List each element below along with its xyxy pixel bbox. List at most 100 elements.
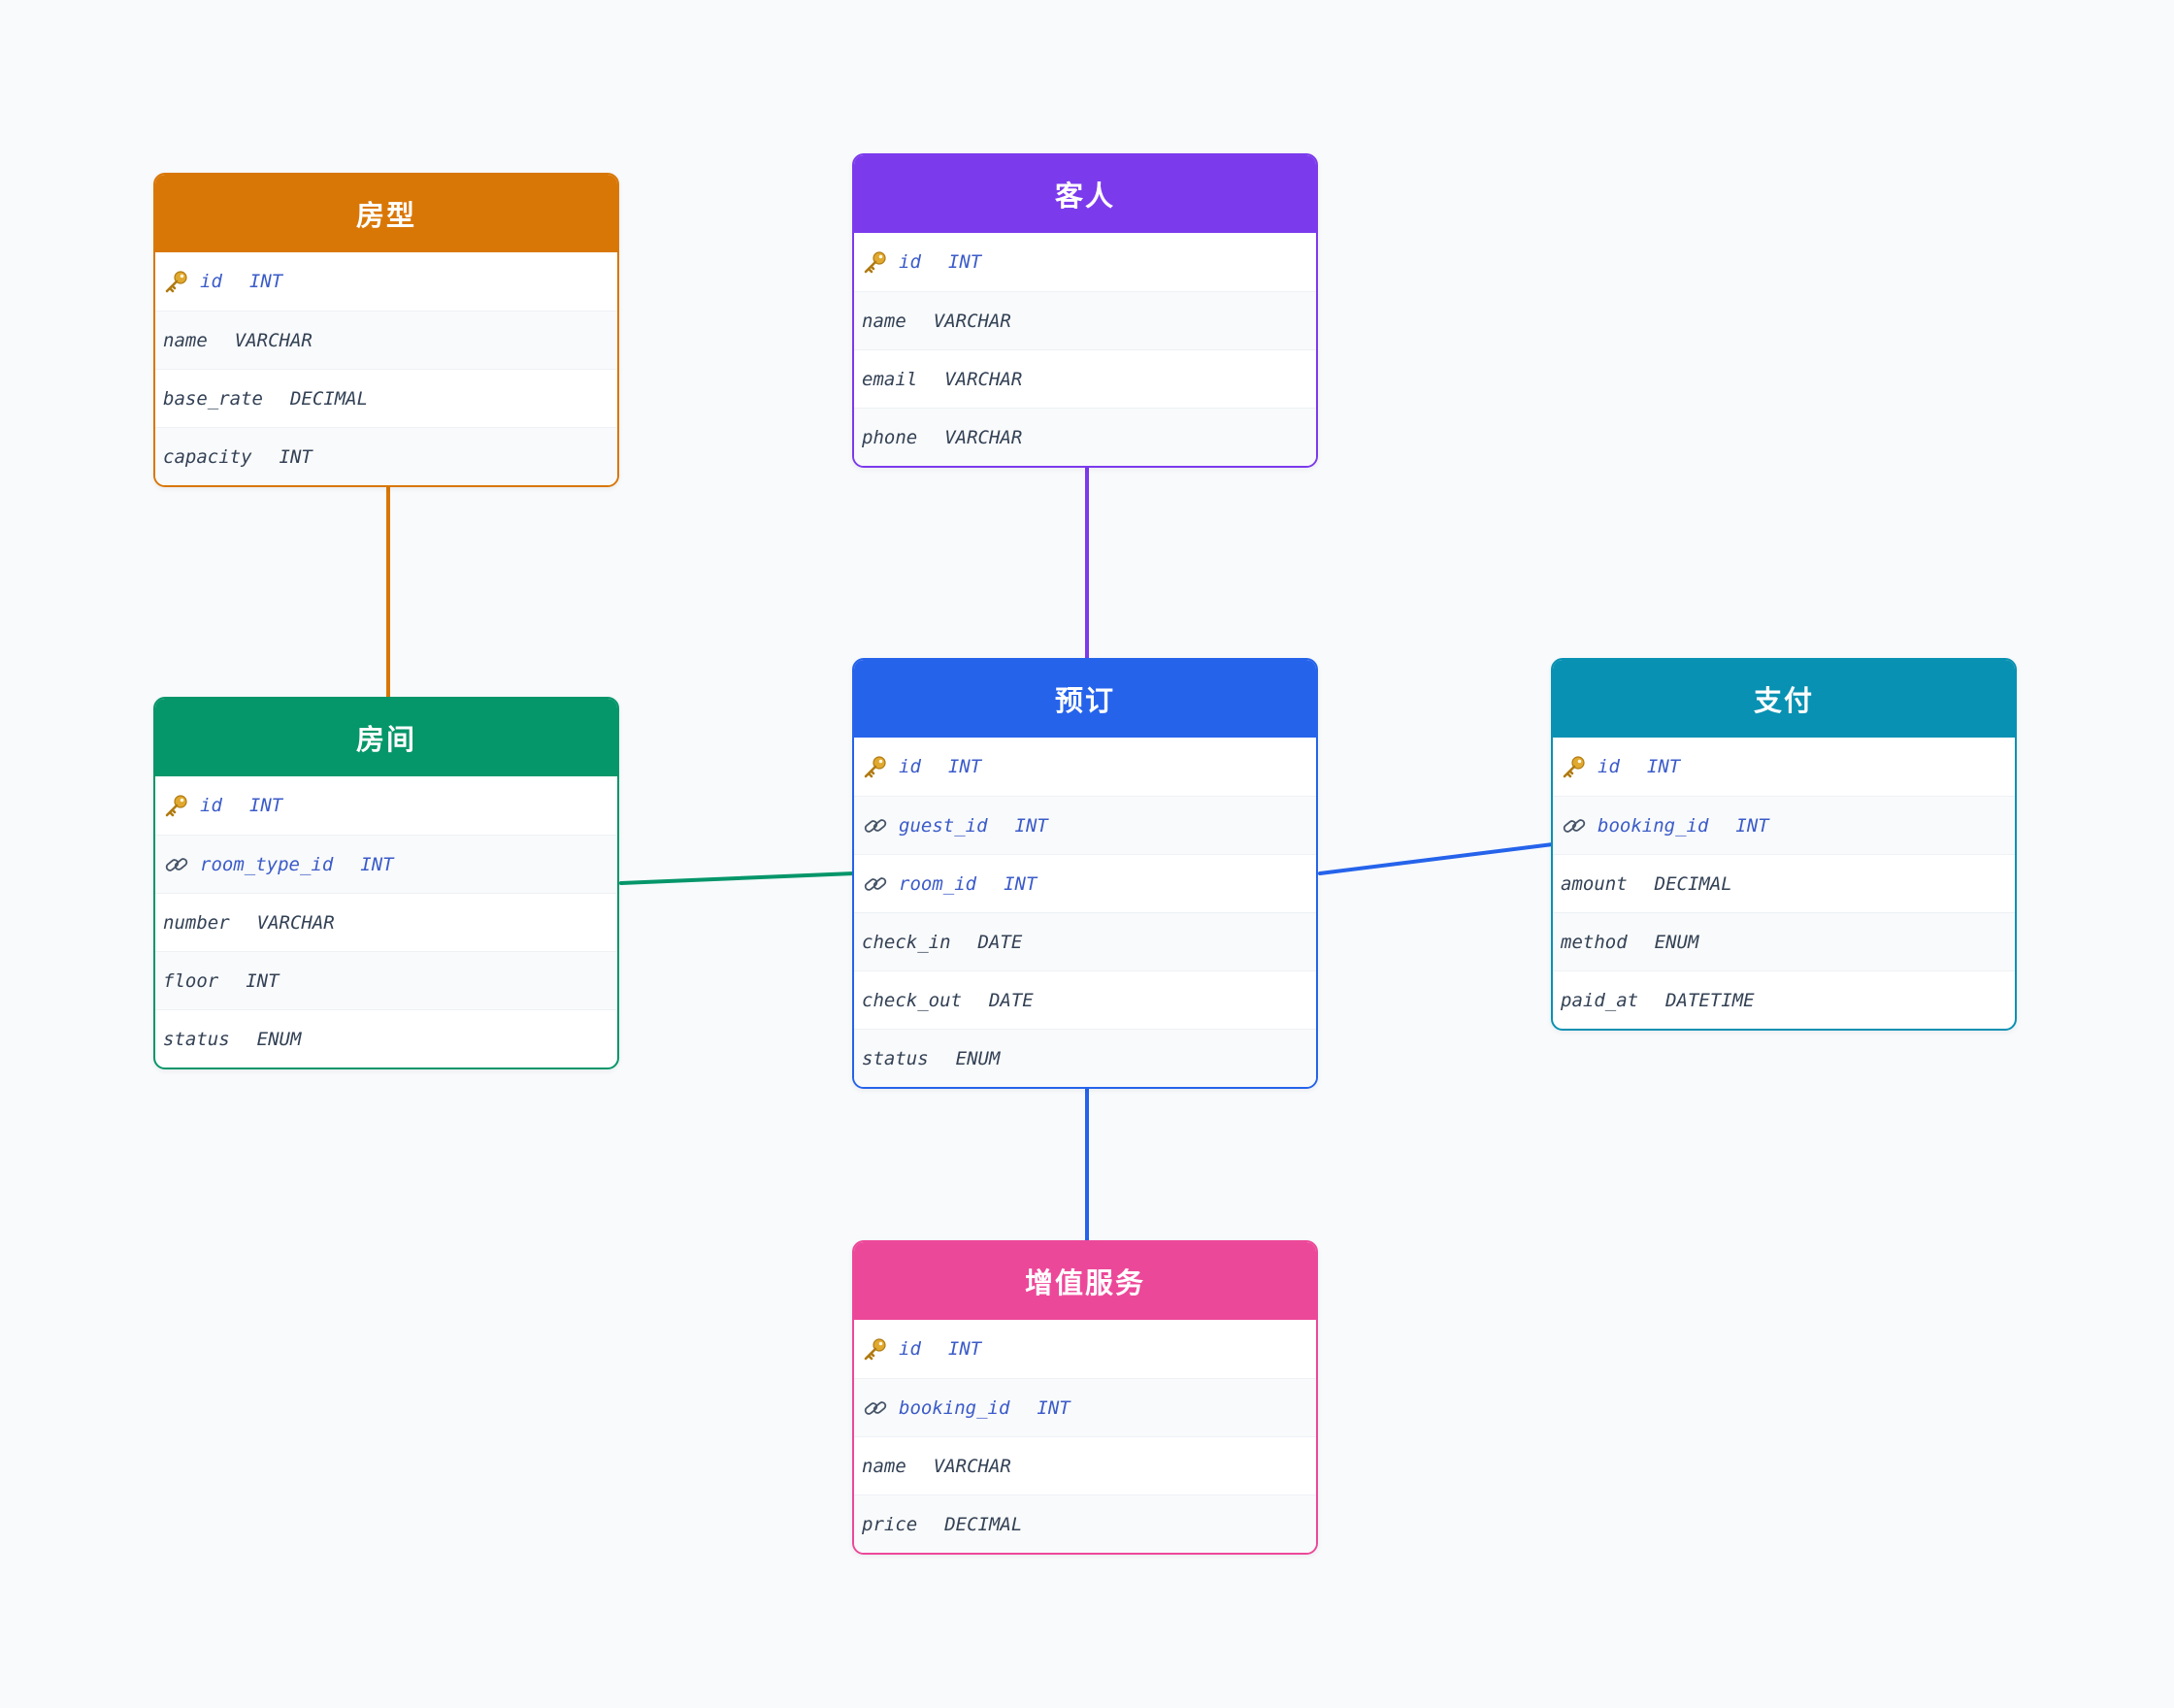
field-row[interactable]: booking_id INT xyxy=(1553,796,2015,854)
key-icon xyxy=(862,753,889,780)
field-type: INT xyxy=(1037,1396,1071,1419)
field-row[interactable]: room_type_id INT xyxy=(155,835,617,893)
entity-title: 房间 xyxy=(155,699,617,776)
field-type: VARCHAR xyxy=(256,911,335,934)
field-row[interactable]: method ENUM xyxy=(1553,912,2015,970)
key-icon xyxy=(163,268,190,295)
link-icon xyxy=(862,812,889,839)
field-name: email xyxy=(862,368,918,390)
link-icon xyxy=(163,851,190,878)
field-name: check_out xyxy=(862,989,962,1011)
key-icon xyxy=(163,792,190,819)
field-name: amount xyxy=(1561,872,1628,895)
field-type: DATE xyxy=(977,931,1023,953)
field-name: room_id xyxy=(899,872,977,895)
field-name: floor xyxy=(163,969,219,992)
field-row[interactable]: amount DECIMAL xyxy=(1553,854,2015,912)
field-type: ENUM xyxy=(1654,931,1699,953)
field-name: id xyxy=(200,271,222,292)
field-type: VARCHAR xyxy=(933,310,1011,332)
field-type: ENUM xyxy=(955,1047,1001,1069)
field-row[interactable]: id INT xyxy=(854,1320,1316,1378)
field-name: base_rate xyxy=(163,387,263,410)
field-row[interactable]: email VARCHAR xyxy=(854,349,1316,408)
field-type: INT xyxy=(248,271,283,292)
entity-title: 支付 xyxy=(1553,660,2015,738)
field-type: INT xyxy=(360,853,394,875)
field-row[interactable]: id INT xyxy=(155,252,617,311)
field-row[interactable]: base_rate DECIMAL xyxy=(155,369,617,427)
field-name: id xyxy=(200,795,222,816)
field-name: price xyxy=(862,1513,918,1535)
field-type: VARCHAR xyxy=(933,1455,1011,1477)
field-type: INT xyxy=(248,795,283,816)
field-row[interactable]: paid_at DATETIME xyxy=(1553,970,2015,1029)
field-type: ENUM xyxy=(256,1028,302,1050)
field-type: DECIMAL xyxy=(289,387,369,410)
key-icon xyxy=(1561,753,1588,780)
link-icon xyxy=(862,1395,889,1422)
field-row[interactable]: floor INT xyxy=(155,951,617,1009)
relationship-line-booking-payment xyxy=(1318,842,1555,875)
field-name: id xyxy=(899,251,921,273)
field-type: INT xyxy=(947,251,982,273)
field-type: INT xyxy=(279,445,313,468)
field-type: INT xyxy=(947,1338,982,1360)
field-row[interactable]: capacity INT xyxy=(155,427,617,485)
field-type: VARCHAR xyxy=(944,426,1023,448)
field-type: INT xyxy=(246,969,280,992)
field-type: INT xyxy=(1004,872,1038,895)
field-type: INT xyxy=(1646,756,1681,777)
field-type: DATETIME xyxy=(1665,989,1755,1011)
field-type: DECIMAL xyxy=(1654,872,1732,895)
field-name: booking_id xyxy=(1598,814,1709,837)
field-name: paid_at xyxy=(1561,989,1639,1011)
field-row[interactable]: id INT xyxy=(1553,738,2015,796)
field-row[interactable]: id INT xyxy=(854,233,1316,291)
field-type: VARCHAR xyxy=(944,368,1023,390)
field-row[interactable]: status ENUM xyxy=(854,1029,1316,1087)
field-name: room_type_id xyxy=(200,853,334,875)
field-name: id xyxy=(899,1338,921,1360)
field-name: id xyxy=(1598,756,1620,777)
relationship-line-room-booking xyxy=(619,871,856,885)
field-name: status xyxy=(163,1028,230,1050)
entity-title: 增值服务 xyxy=(854,1242,1316,1320)
entity-title: 预订 xyxy=(854,660,1316,738)
field-type: DATE xyxy=(988,989,1034,1011)
key-icon xyxy=(862,1335,889,1363)
field-name: method xyxy=(1561,931,1628,953)
field-name: id xyxy=(899,756,921,777)
field-name: capacity xyxy=(163,445,252,468)
field-row[interactable]: status ENUM xyxy=(155,1009,617,1068)
field-name: phone xyxy=(862,426,918,448)
field-row[interactable]: check_out DATE xyxy=(854,970,1316,1029)
field-row[interactable]: room_id INT xyxy=(854,854,1316,912)
field-row[interactable]: booking_id INT xyxy=(854,1378,1316,1436)
field-name: booking_id xyxy=(899,1396,1010,1419)
field-row[interactable]: id INT xyxy=(155,776,617,835)
link-icon xyxy=(862,870,889,898)
entity-title: 客人 xyxy=(854,155,1316,233)
field-name: status xyxy=(862,1047,929,1069)
field-type: INT xyxy=(1735,814,1769,837)
field-row[interactable]: phone VARCHAR xyxy=(854,408,1316,466)
